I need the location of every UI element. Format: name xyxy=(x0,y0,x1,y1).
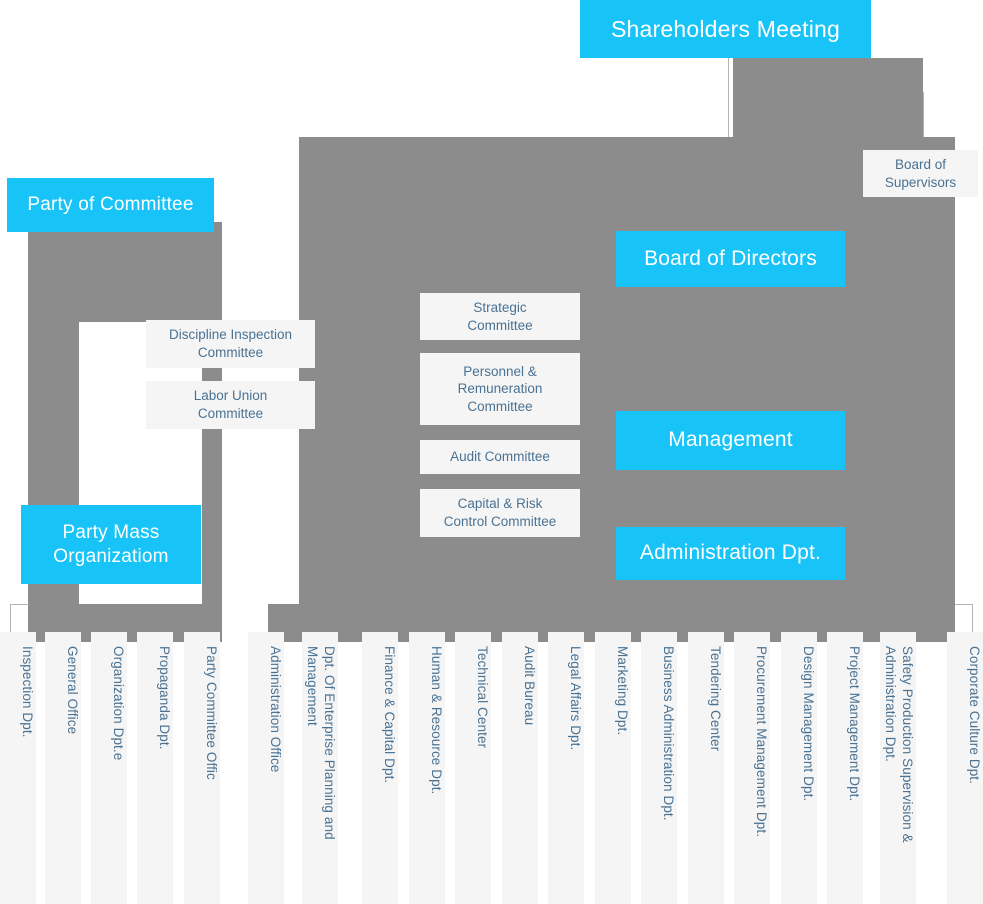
dept-administration-office[interactable]: Administration Office xyxy=(248,632,284,904)
node-committee-audit[interactable]: Audit Committee xyxy=(420,440,580,474)
dept-label: Design Management Dpt. xyxy=(801,646,816,802)
dept-safety-production-supervision-administration-dpt[interactable]: Safety Production Supervision & Administ… xyxy=(880,632,916,904)
dept-design-management-dpt[interactable]: Design Management Dpt. xyxy=(781,632,817,904)
dept-dpt-of-enterprise-planning-and-management[interactable]: Dpt. Of Enterprise Planning and Manageme… xyxy=(302,632,338,904)
dept-label: Human & Resource Dpt. xyxy=(429,646,444,795)
dept-party-committee-offic[interactable]: Party Committee Offic xyxy=(184,632,220,904)
dept-label: Project Management Dpt. xyxy=(847,646,862,802)
connector-party-bus-to-inspection-v xyxy=(10,604,11,634)
dept-corporate-culture-dpt[interactable]: Corporate Culture Dpt. xyxy=(947,632,983,904)
dept-label: Tendering Center xyxy=(708,646,723,752)
connector-shareholders-to-board xyxy=(728,58,729,138)
node-board-of-supervisors[interactable]: Board of Supervisors xyxy=(863,150,978,197)
dept-project-management-dpt[interactable]: Project Management Dpt. xyxy=(827,632,863,904)
dept-finance-capital-dpt[interactable]: Finance & Capital Dpt. xyxy=(362,632,398,904)
node-shareholders-meeting[interactable]: Shareholders Meeting xyxy=(580,0,871,58)
dept-organization-dpt-e[interactable]: Organization Dpt.e xyxy=(91,632,127,904)
dept-label: Corporate Culture Dpt. xyxy=(967,646,982,785)
dept-technical-center[interactable]: Technical Center xyxy=(455,632,491,904)
dept-marketing-dpt[interactable]: Marketing Dpt. xyxy=(595,632,631,904)
dept-label: Safety Production Supervision & Administ… xyxy=(883,646,915,843)
connector-corporate-bus-to-culture-h xyxy=(955,604,973,605)
dept-label: Propaganda Dpt. xyxy=(157,646,172,750)
dept-label: Legal Affairs Dpt. xyxy=(568,646,583,751)
node-labor-union-committee[interactable]: Labor Union Committee xyxy=(146,381,315,429)
dept-label: Procurement Management Dpt. xyxy=(754,646,769,838)
node-board-of-directors[interactable]: Board of Directors xyxy=(616,231,845,287)
dept-label: Business Administration Dpt. xyxy=(661,646,676,821)
dept-label: Party Committee Offic xyxy=(204,646,219,780)
connector-shareholders-to-supervisors xyxy=(923,92,924,138)
gray-panel-party-top xyxy=(28,222,222,322)
dept-label: Marketing Dpt. xyxy=(615,646,630,736)
dept-human-resource-dpt[interactable]: Human & Resource Dpt. xyxy=(409,632,445,904)
dept-audit-bureau[interactable]: Audit Bureau xyxy=(502,632,538,904)
dept-label: Administration Office xyxy=(268,646,283,773)
dept-propaganda-dpt[interactable]: Propaganda Dpt. xyxy=(137,632,173,904)
dept-procurement-management-dpt[interactable]: Procurement Management Dpt. xyxy=(734,632,770,904)
node-management[interactable]: Management xyxy=(616,411,845,470)
connector-party-bus-to-inspection-h xyxy=(10,604,29,605)
connector-corporate-bus-to-culture-v xyxy=(972,604,973,634)
node-party-mass-organization[interactable]: Party Mass Organizatiom xyxy=(21,505,201,584)
dept-label: General Office xyxy=(65,646,80,735)
dept-inspection-dpt[interactable]: Inspection Dpt. xyxy=(0,632,36,904)
dept-tendering-center[interactable]: Tendering Center xyxy=(688,632,724,904)
dept-label: Finance & Capital Dpt. xyxy=(382,646,397,784)
dept-label: Dpt. Of Enterprise Planning and Manageme… xyxy=(305,646,337,840)
node-committee-strategic[interactable]: Strategic Committee xyxy=(420,293,580,340)
node-discipline-inspection-committee[interactable]: Discipline Inspection Committee xyxy=(146,320,315,368)
dept-label: Inspection Dpt. xyxy=(20,646,35,738)
dept-business-administration-dpt[interactable]: Business Administration Dpt. xyxy=(641,632,677,904)
node-committee-personnel-remuneration[interactable]: Personnel & Remuneration Committee xyxy=(420,353,580,425)
dept-general-office[interactable]: General Office xyxy=(45,632,81,904)
dept-label: Technical Center xyxy=(475,646,490,749)
node-party-of-committee[interactable]: Party of Committee xyxy=(7,178,214,232)
dept-label: Organization Dpt.e xyxy=(111,646,126,761)
dept-legal-affairs-dpt[interactable]: Legal Affairs Dpt. xyxy=(548,632,584,904)
node-committee-capital-risk-control[interactable]: Capital & Risk Control Committee xyxy=(420,489,580,537)
gray-stem-shareholders xyxy=(733,58,923,138)
node-administration-dpt[interactable]: Administration Dpt. xyxy=(616,527,845,580)
dept-label: Audit Bureau xyxy=(522,646,537,726)
